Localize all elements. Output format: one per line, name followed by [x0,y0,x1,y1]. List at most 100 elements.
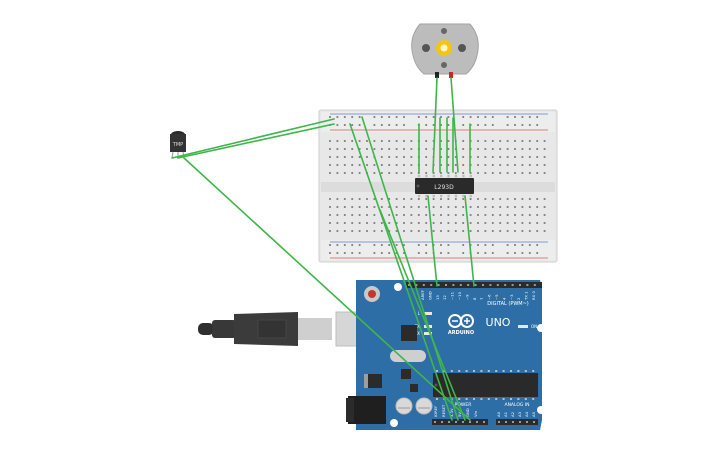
wire-rail-to-gnd[interactable] [349,123,453,421]
hole [459,284,462,286]
hole [329,164,331,166]
hole [469,116,472,118]
hole [521,116,524,118]
hole [432,206,435,208]
hole [432,116,435,118]
hole [519,284,521,286]
hole [373,244,376,246]
wire-motor-lead-1[interactable] [432,77,438,173]
hole [491,252,494,254]
reset-button[interactable] [368,290,376,298]
hole [462,148,465,150]
hole [505,421,507,423]
hole [373,148,376,150]
hole [533,421,535,423]
hole [415,284,418,286]
hole [491,244,494,246]
hole [496,284,499,286]
hole [521,164,524,166]
hole [395,124,398,126]
hole [543,164,546,166]
wire-rail-to-5v[interactable] [361,116,459,421]
hole [366,140,368,142]
hole [469,421,471,423]
hole [336,206,339,208]
hole [336,244,339,246]
hole [358,222,361,224]
hole [380,148,383,150]
hole [388,214,391,216]
hole [329,244,331,246]
hole [410,140,413,142]
hole [358,198,361,200]
hole [440,252,442,254]
wire-sensor-to-rail-1[interactable] [171,118,335,159]
hole [536,164,539,166]
hole [465,370,468,372]
hole [380,124,383,126]
hole [526,421,528,423]
wire-chip-to-pin-b[interactable] [464,195,475,287]
hole [491,140,494,142]
hole [388,206,391,208]
hole [425,244,428,246]
hole [403,214,405,216]
hole [403,230,405,232]
wire-motor-lead-2[interactable] [450,77,459,173]
hole [528,156,531,158]
hole [351,156,354,158]
l293d-chip[interactable]: L293D [415,174,474,198]
hole [358,244,361,246]
wire-sensor-to-a0[interactable] [183,157,471,421]
power-header[interactable] [432,419,488,425]
hole [403,198,405,200]
pin-label: ~11 [450,291,455,300]
hole [504,284,507,286]
hole [477,164,479,166]
pin-label: ~3 [509,294,514,300]
hole [514,244,516,246]
l-led-label: L [418,311,421,316]
hole [474,284,477,286]
pin-label: GND [465,408,470,417]
hole [373,124,376,126]
hole [484,140,487,142]
hole [477,222,479,224]
wire-sensor-to-rail-2[interactable] [177,123,335,159]
hole [514,198,516,200]
motor-gear-icon [436,40,452,56]
hole [329,230,331,232]
hole [521,206,524,208]
hole [469,230,472,232]
hole [432,230,435,232]
hole [366,222,368,224]
hole [477,198,479,200]
hole [417,194,421,198]
hole [440,148,442,150]
hole [329,156,331,158]
hole [425,148,428,150]
hole [499,156,502,158]
hole [358,230,361,232]
dc-motor[interactable] [411,23,479,78]
analog-header[interactable] [496,419,538,425]
pin-label: RESET [441,404,446,417]
hole [447,116,450,118]
hole [536,148,539,150]
hole [514,148,516,150]
temperature-sensor[interactable]: TMP [170,131,186,159]
hole [543,198,546,200]
hole [410,164,413,166]
hole [450,370,453,372]
hole [373,214,376,216]
hole [373,172,376,174]
pin-label: 8 [472,297,477,300]
hole [329,116,331,118]
hole [351,206,354,208]
wire-chip-to-pin-a[interactable] [427,195,438,287]
hole [388,116,391,118]
hole [373,198,376,200]
power-jack[interactable] [348,396,386,424]
wire-bb-to-gnd-2[interactable] [379,209,466,421]
